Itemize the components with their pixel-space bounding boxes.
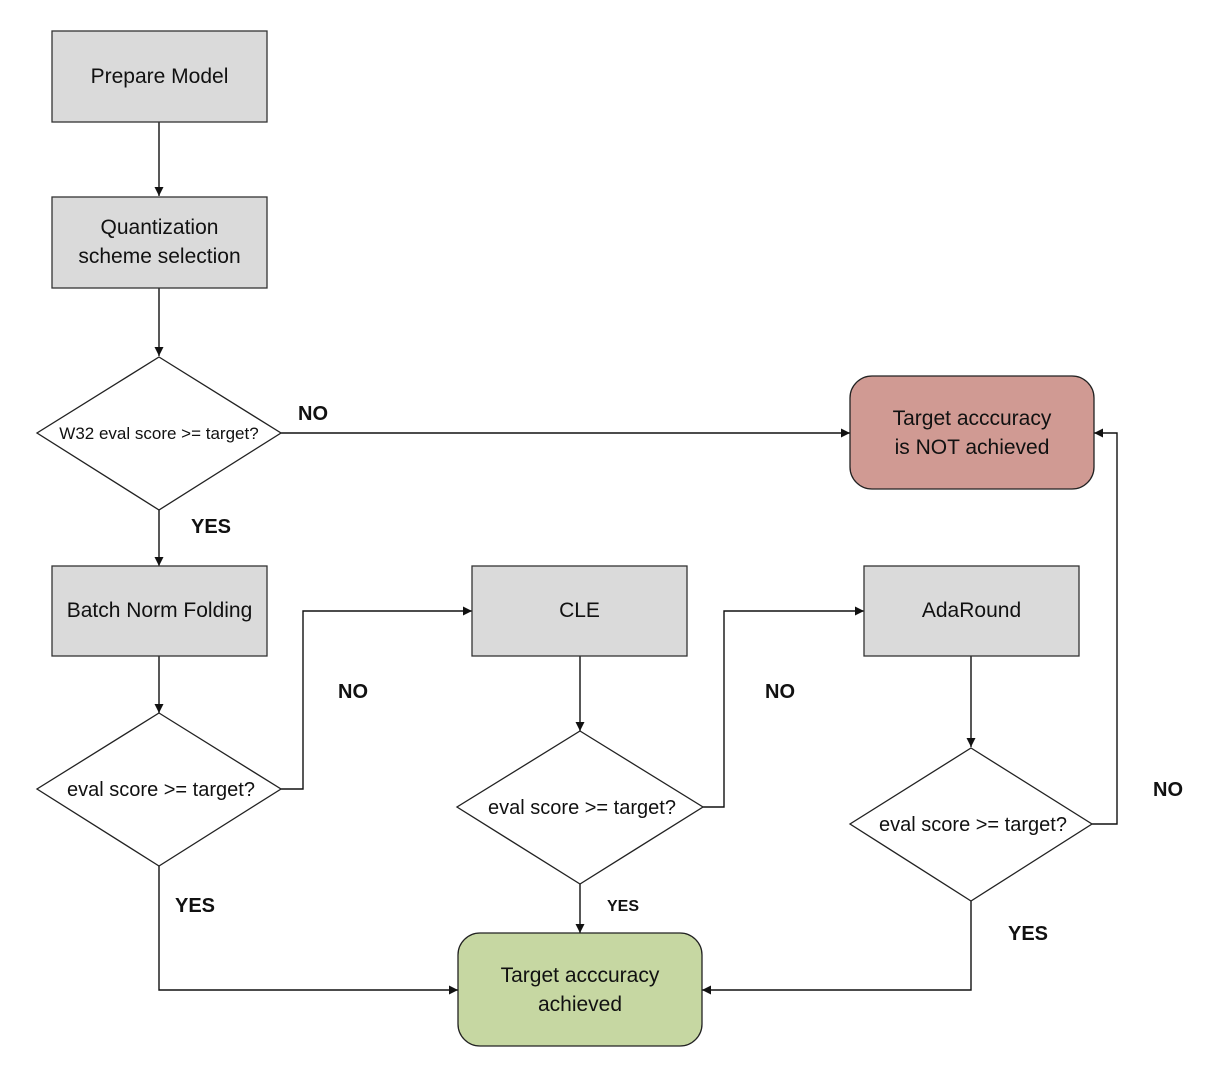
node-w32-check: W32 eval score >= target? xyxy=(35,356,283,511)
edges xyxy=(154,122,1118,995)
w32-no-label: NO xyxy=(298,403,328,425)
edge-check2-no-to-adaround xyxy=(703,606,864,808)
prepare-model-label: Prepare Model xyxy=(91,65,229,88)
node-quantization-scheme: Quantization scheme selection xyxy=(51,196,268,289)
edge-check1-yes-to-ok xyxy=(158,866,458,995)
check1-label: eval score >= target? xyxy=(67,779,255,801)
check2-yes-label: YES xyxy=(607,898,639,915)
node-check1: eval score >= target? xyxy=(35,712,283,867)
check1-yes-label: YES xyxy=(175,895,215,917)
target-ok-label-line2: achieved xyxy=(538,993,622,1016)
quant-scheme-label-line1: Quantization xyxy=(101,216,219,239)
node-target-not-achieved: Target acccuracy is NOT achieved xyxy=(849,375,1095,490)
check1-no-label: NO xyxy=(338,681,368,703)
check3-yes-label: YES xyxy=(1008,923,1048,945)
target-fail-label-line1: Target acccuracy xyxy=(893,407,1052,430)
edge-labels: NO YES NO YES NO YES NO YES xyxy=(175,403,1183,945)
w32-check-label: W32 eval score >= target? xyxy=(59,424,258,443)
edge-check3-no-to-fail xyxy=(1092,428,1118,825)
node-cle: CLE xyxy=(471,565,688,657)
w32-yes-label: YES xyxy=(191,516,231,538)
node-prepare-model: Prepare Model xyxy=(51,30,268,123)
adaround-label: AdaRound xyxy=(922,599,1021,622)
target-ok-label-line1: Target acccuracy xyxy=(501,964,660,987)
node-check3: eval score >= target? xyxy=(848,747,1094,902)
check2-label: eval score >= target? xyxy=(488,797,676,819)
batch-norm-label: Batch Norm Folding xyxy=(67,599,253,622)
node-check2: eval score >= target? xyxy=(455,730,705,885)
node-batch-norm-folding: Batch Norm Folding xyxy=(51,565,268,657)
cle-label: CLE xyxy=(559,599,600,622)
edge-check1-no-to-cle xyxy=(281,606,472,790)
target-fail-label-line2: is NOT achieved xyxy=(895,436,1050,459)
node-target-achieved: Target acccuracy achieved xyxy=(457,932,703,1047)
check3-no-label: NO xyxy=(1153,779,1183,801)
check3-label: eval score >= target? xyxy=(879,814,1067,836)
edge-check3-yes-to-ok xyxy=(702,901,972,995)
check2-no-label: NO xyxy=(765,681,795,703)
quant-scheme-label-line2: scheme selection xyxy=(78,245,240,268)
node-adaround: AdaRound xyxy=(863,565,1080,657)
